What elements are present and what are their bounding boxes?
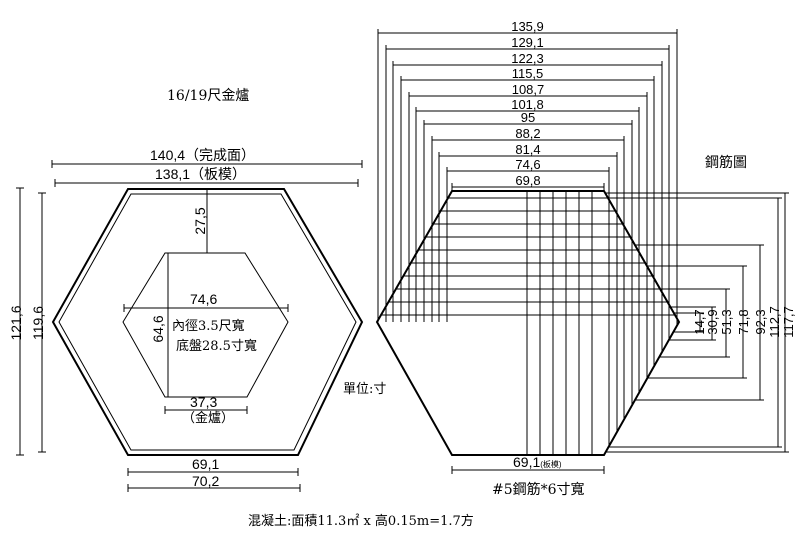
top-dim-label: 129,1 bbox=[511, 35, 544, 50]
rebar-bottom-dim-value: 69,1 bbox=[513, 454, 541, 470]
inner-note-1: 內徑3.5尺寬 bbox=[172, 319, 245, 334]
unit-label: 單位:寸 bbox=[343, 382, 387, 397]
left-title: 16/19尺金爐 bbox=[167, 88, 250, 104]
top-dim-label: 88,2 bbox=[515, 126, 541, 141]
side-dim-label: 112,7 bbox=[767, 306, 782, 338]
dim-bottom-1: 69,1 bbox=[192, 456, 220, 472]
top-dim-label: 115,5 bbox=[511, 66, 544, 81]
side-dim-label: 51,3 bbox=[719, 309, 734, 335]
dim-inner-height: 64,6 bbox=[150, 315, 166, 343]
dim-top-gap: 27,5 bbox=[192, 207, 208, 235]
inner-note-2: 底盤28.5寸寬 bbox=[176, 339, 257, 354]
side-dim-label: 30,9 bbox=[705, 309, 720, 335]
concrete-note: 混凝土:面積11.3㎡ x 高0.15m=1.7方 bbox=[248, 514, 474, 529]
rebar-bottom-dim-note: (板模) bbox=[540, 460, 562, 469]
side-dim-label: 117,7 bbox=[781, 306, 796, 338]
top-dim-label: 74,6 bbox=[515, 157, 541, 172]
top-dim-label: 101,8 bbox=[511, 97, 544, 112]
top-dim-label: 81,4 bbox=[515, 142, 541, 157]
rebar-hexagon bbox=[375, 190, 681, 456]
height-outer: 121,6 bbox=[8, 305, 24, 341]
top-dim-label: 95 bbox=[520, 110, 536, 125]
dim-furnace: 37,3 bbox=[190, 394, 218, 410]
dim-formwork: 138,1（板模） bbox=[155, 166, 247, 182]
inner-hexagon-offset bbox=[58, 193, 357, 451]
dim-finished: 140,4（完成面） bbox=[150, 147, 256, 163]
top-dim-label: 135,9 bbox=[511, 19, 544, 34]
side-dim-label: 71,8 bbox=[736, 309, 751, 335]
side-dim-label: 92,3 bbox=[753, 309, 768, 335]
furnace-hexagon bbox=[122, 252, 289, 398]
top-dim-label: 108,7 bbox=[511, 82, 545, 97]
outer-hexagon bbox=[51, 188, 364, 456]
dim-inner-width: 74,6 bbox=[190, 291, 218, 307]
top-dim-label: 69,8 bbox=[515, 173, 541, 188]
top-dim-label: 122,3 bbox=[511, 51, 544, 66]
rebar-note: #5鋼筋*6寸寬 bbox=[492, 482, 585, 498]
furnace-label: （金爐） bbox=[182, 411, 235, 426]
height-inner: 119,6 bbox=[30, 306, 46, 340]
rebar-title: 鋼筋圖 bbox=[705, 155, 747, 171]
rebar-bottom-dim: 69,1(板模) bbox=[513, 455, 562, 469]
dim-bottom-2: 70,2 bbox=[192, 473, 220, 489]
